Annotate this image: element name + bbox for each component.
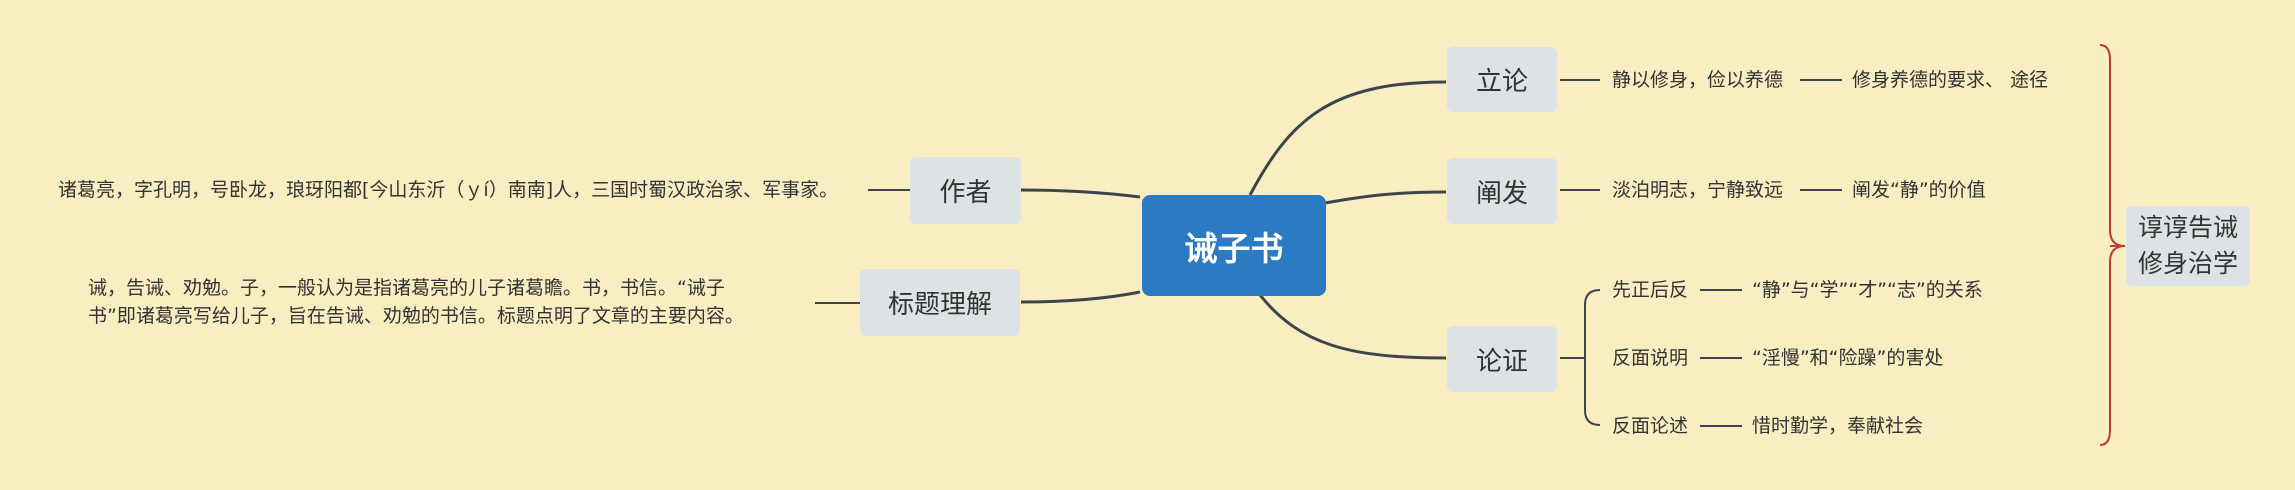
- branch-chanfa: [1324, 190, 1447, 205]
- chanfa-meaning: 阐发“静”的价值: [1852, 179, 1986, 201]
- root-node[interactable]: 诫子书: [1142, 195, 1326, 296]
- node-author[interactable]: 作者: [910, 157, 1021, 224]
- lunzheng-method-2: 反面说明: [1612, 347, 1689, 369]
- lunzheng-method-1: 先正后反: [1612, 279, 1689, 301]
- branch-lunzheng: [1258, 294, 1447, 360]
- branch-title: [1020, 290, 1141, 304]
- node-lilun[interactable]: 立论: [1447, 47, 1557, 112]
- lunzheng-bracket: [1584, 289, 1601, 426]
- summary-line-2: 修身治学: [2137, 249, 2238, 278]
- author-detail: 诸葛亮，字孔明，号卧龙，琅玡阳都[今山东沂（ｙí）南南]人，三国时蜀汉政治家、军…: [58, 179, 839, 201]
- node-title-meaning[interactable]: 标题理解: [860, 269, 1020, 336]
- node-lunzheng[interactable]: 论证: [1447, 326, 1557, 392]
- branch-lilun: [1248, 80, 1447, 196]
- lunzheng-method-3: 反面论述: [1612, 415, 1689, 437]
- chanfa-point: 淡泊明志，宁静致远: [1612, 179, 1784, 201]
- lunzheng-meaning-1: “静”与“学”“才”“志”的关系: [1752, 279, 1983, 301]
- node-chanfa[interactable]: 阐发: [1447, 158, 1557, 224]
- lunzheng-meaning-2: “淫慢”和“险躁”的害处: [1752, 347, 1944, 369]
- lilun-point: 静以修身，俭以养德: [1612, 69, 1784, 91]
- lilun-meaning: 修身养德的要求、 途径: [1852, 69, 2049, 91]
- title-meaning-detail: 诫，告诫、劝勉。子，一般认为是指诸葛亮的儿子诸葛瞻。书，书信。“诫子书”即诸葛亮…: [88, 277, 744, 327]
- summary-node[interactable]: 谆谆告诫 修身治学: [2126, 206, 2250, 286]
- lunzheng-meaning-3: 惜时勤学，奉献社会: [1752, 415, 1924, 437]
- branch-author: [1020, 188, 1141, 199]
- summary-line-1: 谆谆告诫: [2137, 213, 2238, 242]
